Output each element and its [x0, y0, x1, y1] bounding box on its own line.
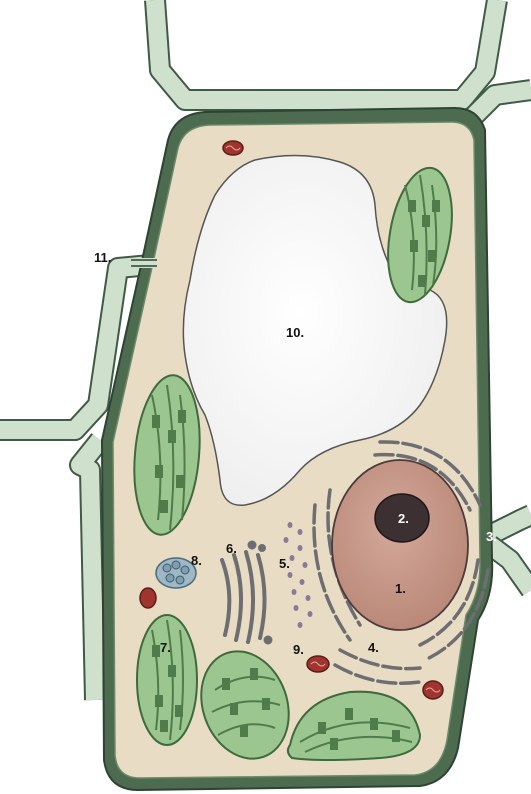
label-endoplasmic-reticulum: 4. — [368, 640, 379, 655]
label-mitochondrion: 9. — [293, 642, 304, 657]
label-nucleus: 1. — [395, 581, 406, 596]
label-chloroplast: 7. — [160, 640, 171, 655]
label-amyloplast: 8. — [191, 553, 202, 568]
nucleus — [332, 460, 468, 630]
label-vesicles: 5. — [279, 556, 290, 571]
chloroplast-lower-left — [137, 615, 197, 745]
plasmodesma — [131, 258, 157, 268]
label-vacuole: 10. — [286, 325, 304, 340]
amyloplast — [156, 558, 196, 588]
label-cell-wall: 3. — [486, 529, 497, 544]
label-golgi: 6. — [226, 541, 237, 556]
label-plasmodesma: 11. — [94, 250, 111, 265]
label-nucleolus: 2. — [398, 511, 409, 526]
